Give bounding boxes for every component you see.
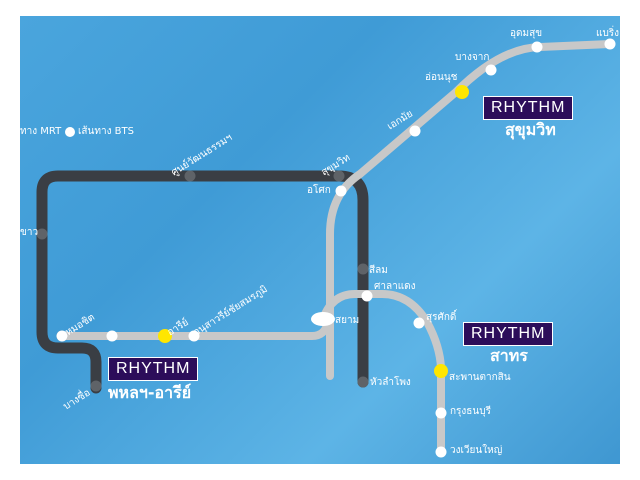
station-dot-mrt-ratchada (184, 170, 196, 182)
badge-phahon-ari: RHYTHM (108, 357, 199, 381)
station-dot-saphan-taksin (434, 364, 448, 378)
legend-bts-label: เส้นทาง BTS (78, 126, 134, 137)
mrt-line (36, 170, 369, 394)
station-dot-asok (335, 185, 347, 197)
label-surasak: สุรศักดิ์ (426, 312, 457, 323)
station-dot-mrt-hualamphong (357, 376, 369, 388)
station-dot-udomsuk (531, 41, 543, 53)
label-krung-thon-buri: กรุงธนบุรี (450, 406, 491, 417)
label-wongwian-yai: วงเวียนใหญ่ (450, 445, 503, 456)
label-bearing: แบริ่ง (596, 28, 620, 39)
label-sala-daeng: ศาลาแดง (374, 281, 416, 292)
station-dot-siam (311, 312, 335, 326)
label-asok: อโศก (307, 185, 331, 196)
label-saphan-taksin: สะพานตากสิน (449, 372, 511, 383)
badge-area-sukhumvit: สุขุมวิท (505, 120, 556, 139)
station-dot-ari (158, 329, 172, 343)
station-dot-surasak (413, 317, 425, 329)
station-dot-mrt-bangsue (90, 380, 102, 392)
label-on-nut: อ่อนนุช (425, 72, 458, 83)
badge-area-phahon-ari: พหลฯ-อารีย์ (108, 383, 192, 402)
station-dot-saphan-khwai (106, 330, 118, 342)
station-dot-onnut (455, 85, 469, 99)
label-silom: สีลม (369, 265, 388, 276)
transit-map: ทาง MRT เส้นทาง BTS ขาว หมอชิต อารีย์ อน… (20, 16, 620, 464)
legend-bts-dot (65, 127, 75, 137)
station-dot-mrt-west (36, 228, 48, 240)
station-dot-bearing (604, 38, 616, 50)
label-bang-chak: บางจาก (455, 52, 490, 63)
label-kao: ขาว (20, 227, 39, 238)
label-siam: สยาม (335, 315, 360, 326)
badge-sukhumvit: RHYTHM (483, 96, 574, 120)
legend-mrt-label: ทาง MRT (20, 126, 62, 137)
badge-area-sathorn: สาทร (490, 346, 528, 365)
station-dot-mrt-silom (357, 263, 369, 275)
station-dot-mrt-sukhumvit (333, 170, 345, 182)
station-dot-wongwianyai (435, 446, 447, 458)
label-hua-lamphong: หัวลำโพง (370, 377, 411, 388)
label-udom-suk: อุดมสุข (510, 28, 543, 39)
bts-sukhumvit-line (326, 40, 614, 380)
station-dot-salaadaeng (361, 290, 373, 302)
station-dot-mochit (56, 330, 68, 342)
badge-sathorn: RHYTHM (463, 322, 554, 346)
station-dot-ekkamai (409, 125, 421, 137)
station-dot-victory (188, 330, 200, 342)
route-lines (36, 38, 616, 458)
station-dot-krungthonburi (435, 407, 447, 419)
bts-silom-line (319, 290, 445, 456)
station-dot-bangchak (485, 64, 497, 76)
